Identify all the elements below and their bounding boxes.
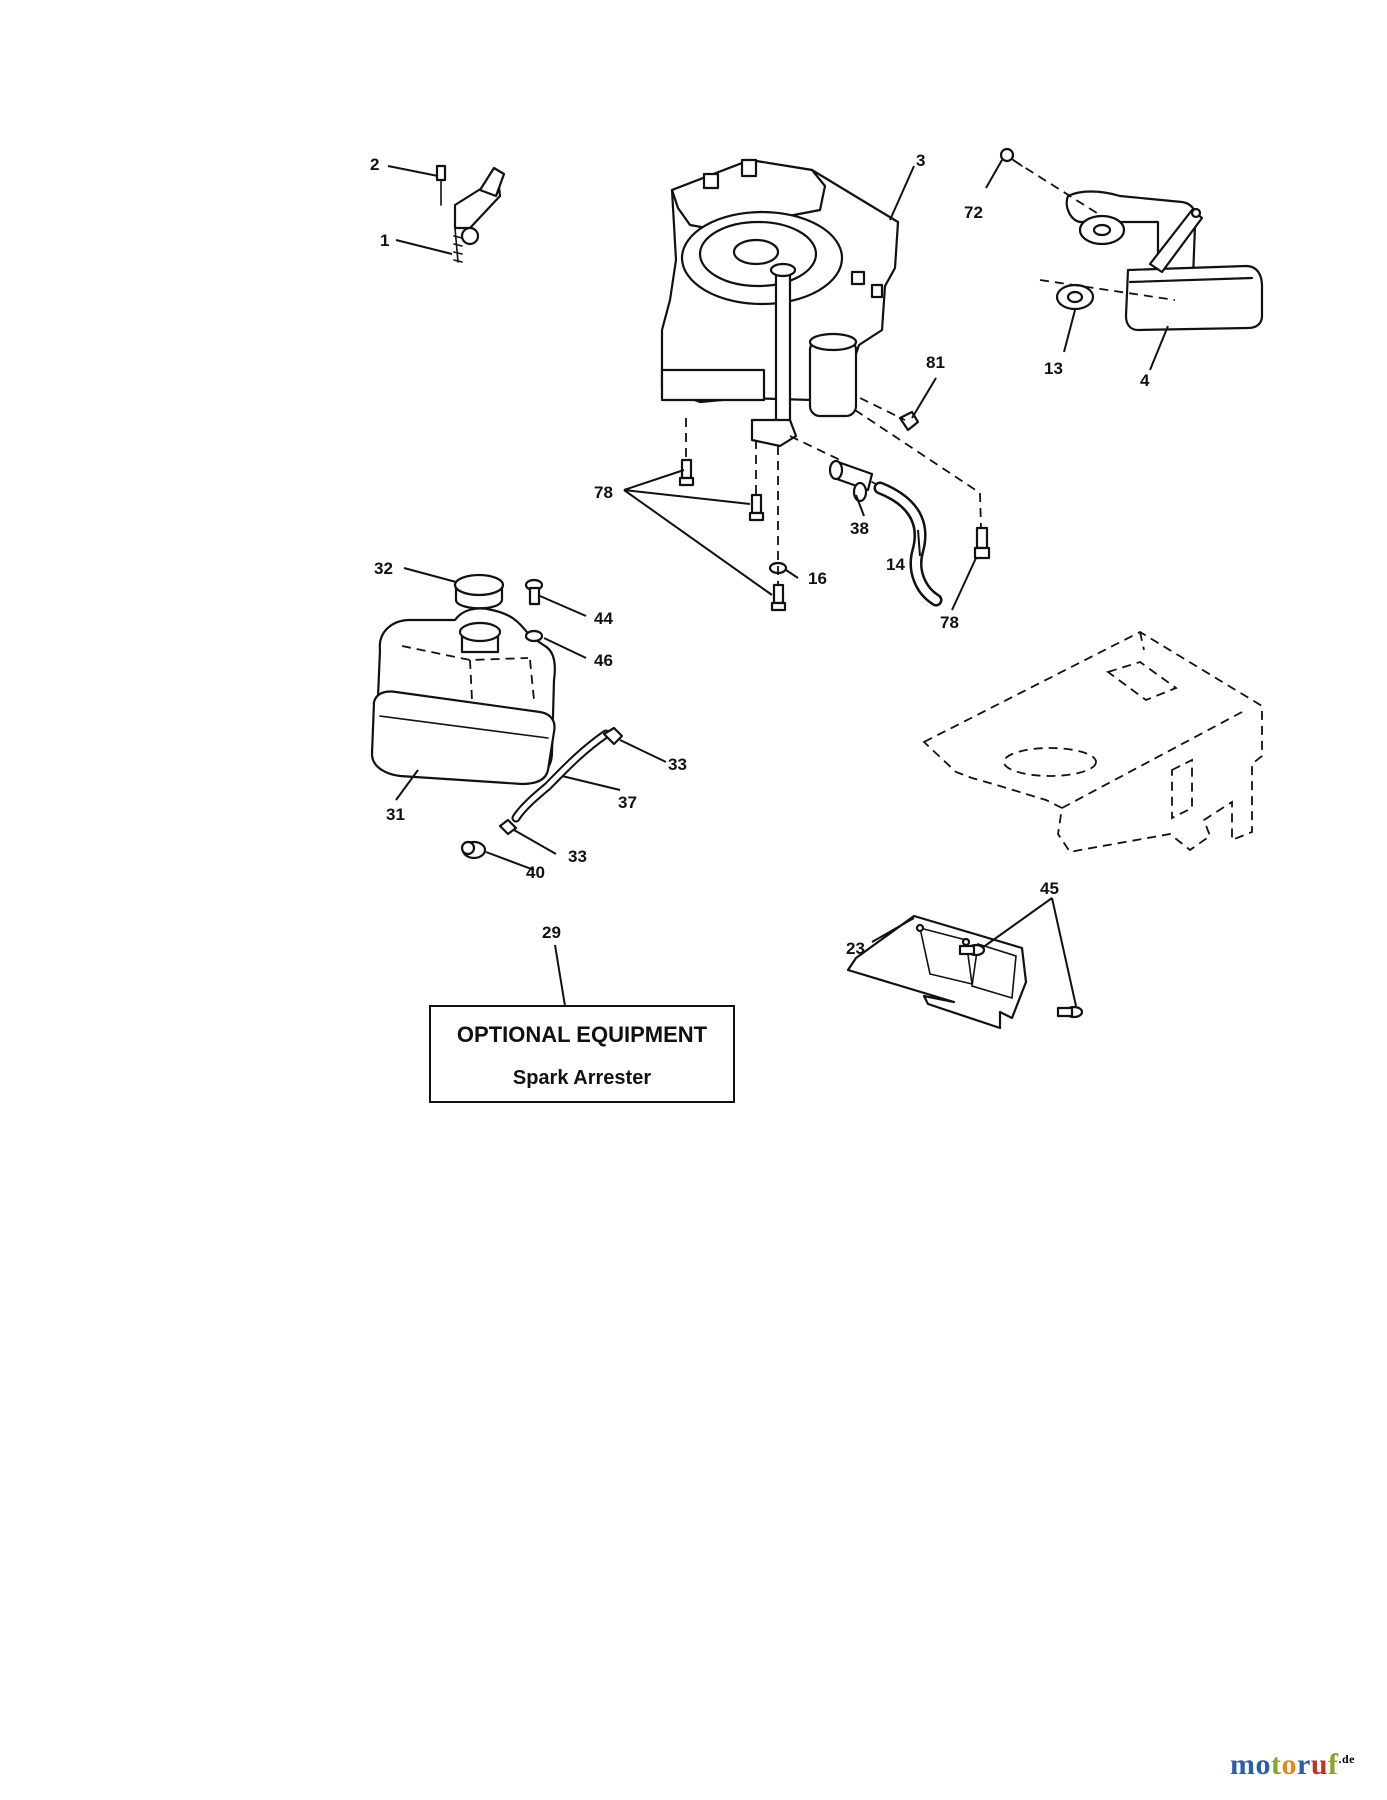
callout-44: 44 xyxy=(594,609,613,628)
throttle-control xyxy=(435,164,506,263)
callout-16: 16 xyxy=(808,569,827,588)
callout-32: 32 xyxy=(374,559,393,578)
callout-1: 1 xyxy=(380,231,389,250)
watermark-letter: u xyxy=(1310,1748,1328,1781)
callout-14: 14 xyxy=(886,555,905,574)
tractor-frame xyxy=(922,630,1263,854)
callout-81: 81 xyxy=(926,353,945,372)
callouts: 2 1 3 72 13 4 81 78 38 14 16 78 32 44 46… xyxy=(370,151,1150,958)
fuel-cap xyxy=(453,573,505,610)
watermark-letter: t xyxy=(1270,1748,1282,1781)
flange-bolt xyxy=(898,410,920,432)
muffler xyxy=(1065,190,1264,332)
callout-29: 29 xyxy=(542,923,561,942)
exhaust-gasket xyxy=(1055,283,1095,311)
tank-bushing xyxy=(460,840,487,860)
callout-46: 46 xyxy=(594,651,613,670)
callout-45: 45 xyxy=(1040,879,1059,898)
tank-screw xyxy=(524,578,544,606)
watermark-text: motoruf xyxy=(1230,1748,1339,1781)
fuel-tank xyxy=(370,607,556,786)
callout-3: 3 xyxy=(916,151,925,170)
watermark-letter: f xyxy=(1328,1748,1339,1781)
hose-clamp-lower xyxy=(498,818,518,836)
watermark-letter: o xyxy=(1281,1748,1297,1781)
watermark-letter: m xyxy=(1229,1748,1256,1781)
callout-78-right: 78 xyxy=(940,613,959,632)
callout-13: 13 xyxy=(1044,359,1063,378)
tank-washer xyxy=(524,629,544,643)
engine-bolts xyxy=(678,458,991,612)
optional-equipment-box: OPTIONAL EQUIPMENT Spark Arrester xyxy=(429,1005,735,1103)
shield-screws xyxy=(958,943,1084,1019)
callout-40: 40 xyxy=(526,863,545,882)
watermark-letter: r xyxy=(1296,1748,1311,1781)
callout-38: 38 xyxy=(850,519,869,538)
callout-4: 4 xyxy=(1140,371,1150,390)
hose-clamp-upper xyxy=(602,726,624,746)
callout-33-lower: 33 xyxy=(568,847,587,866)
callout-31: 31 xyxy=(386,805,405,824)
optional-equipment-subtitle: Spark Arrester xyxy=(513,1067,651,1089)
callout-33-upper: 33 xyxy=(668,755,687,774)
callout-23: 23 xyxy=(846,939,865,958)
fuel-filter xyxy=(828,459,885,503)
callout-72: 72 xyxy=(964,203,983,222)
leader-lines xyxy=(387,159,1169,1007)
assembly-lines xyxy=(685,159,1176,585)
callout-78-left: 78 xyxy=(594,483,613,502)
callout-2: 2 xyxy=(370,155,379,174)
watermark-tld: .de xyxy=(1338,1752,1355,1766)
callout-37: 37 xyxy=(618,793,637,812)
optional-equipment-title: OPTIONAL EQUIPMENT xyxy=(457,1022,708,1047)
engine xyxy=(660,158,900,448)
watermark-letter: o xyxy=(1255,1748,1271,1781)
heat-shield xyxy=(846,914,1028,1030)
watermark-logo: motoruf.de xyxy=(1230,1748,1355,1782)
